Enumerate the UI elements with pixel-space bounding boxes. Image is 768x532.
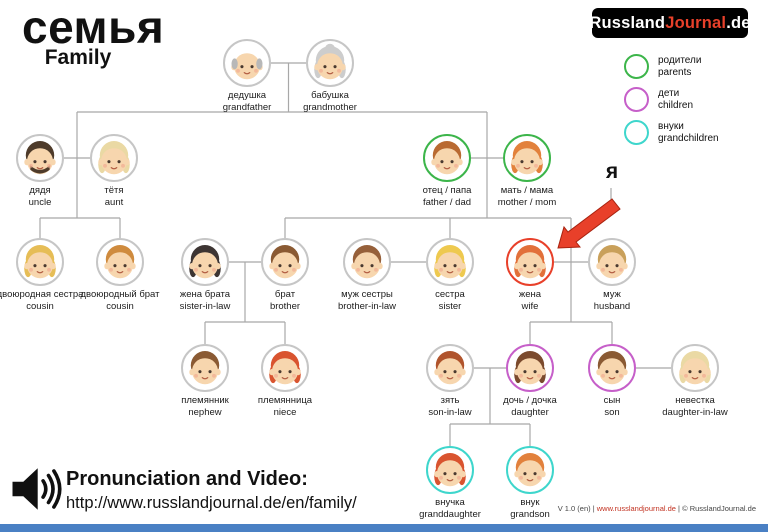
logo-text-part3: .de	[726, 13, 751, 32]
daughter-avatar	[506, 344, 554, 392]
daughter-in-law-avatar	[671, 344, 719, 392]
uncle-avatar	[16, 134, 64, 182]
sister-in-law-avatar	[181, 238, 229, 286]
cousin-female-avatar	[16, 238, 64, 286]
credits-site: www.russlandjournal.de	[596, 504, 676, 513]
husband-avatar	[588, 238, 636, 286]
son-avatar	[588, 344, 636, 392]
wife-avatar	[506, 238, 554, 286]
niece-avatar	[261, 344, 309, 392]
grandson-avatar	[506, 446, 554, 494]
mother-avatar	[503, 134, 551, 182]
pronunciation-url-link[interactable]: http://www.russlandjournal.de/en/family/	[66, 494, 357, 512]
legend-parents-ru: родители	[658, 55, 702, 66]
page-title: семья	[22, 1, 165, 53]
speaker-icon	[8, 462, 62, 521]
credits-version: V 1.0 (en) |	[557, 504, 597, 513]
granddaughter-avatar	[426, 446, 474, 494]
children-ring-icon	[624, 87, 649, 112]
legend-parents-en: parents	[658, 66, 692, 78]
credits-line: V 1.0 (en) | www.russlandjournal.de | © …	[558, 504, 756, 513]
page-subtitle: Family	[44, 46, 112, 69]
grandfather-avatar	[223, 39, 271, 87]
legend-children-en: children	[658, 99, 694, 111]
son-in-law-avatar	[426, 344, 474, 392]
cousin-male-avatar	[96, 238, 144, 286]
parents-ring-icon	[624, 54, 649, 79]
legend-grandchildren-en: grandchildren	[658, 132, 719, 144]
legend-grandchildren-ru: внуки	[658, 121, 684, 132]
logo-text-part2: Journal	[665, 13, 727, 32]
logo-text-part1: Russland	[589, 13, 666, 32]
grandchildren-ring-icon	[624, 120, 649, 145]
sister-avatar	[426, 238, 474, 286]
brother-in-law-avatar	[343, 238, 391, 286]
aunt-avatar	[90, 134, 138, 182]
bottom-accent-bar	[0, 524, 768, 532]
nephew-avatar	[181, 344, 229, 392]
credits-copyright: | © RusslandJournal.de	[675, 504, 756, 513]
pronunciation-heading: Pronunciation and Video:	[66, 468, 308, 490]
legend-children-ru: дети	[658, 88, 680, 99]
me-label: я	[605, 160, 619, 183]
brother-avatar	[261, 238, 309, 286]
grandmother-avatar	[306, 39, 354, 87]
father-avatar	[423, 134, 471, 182]
